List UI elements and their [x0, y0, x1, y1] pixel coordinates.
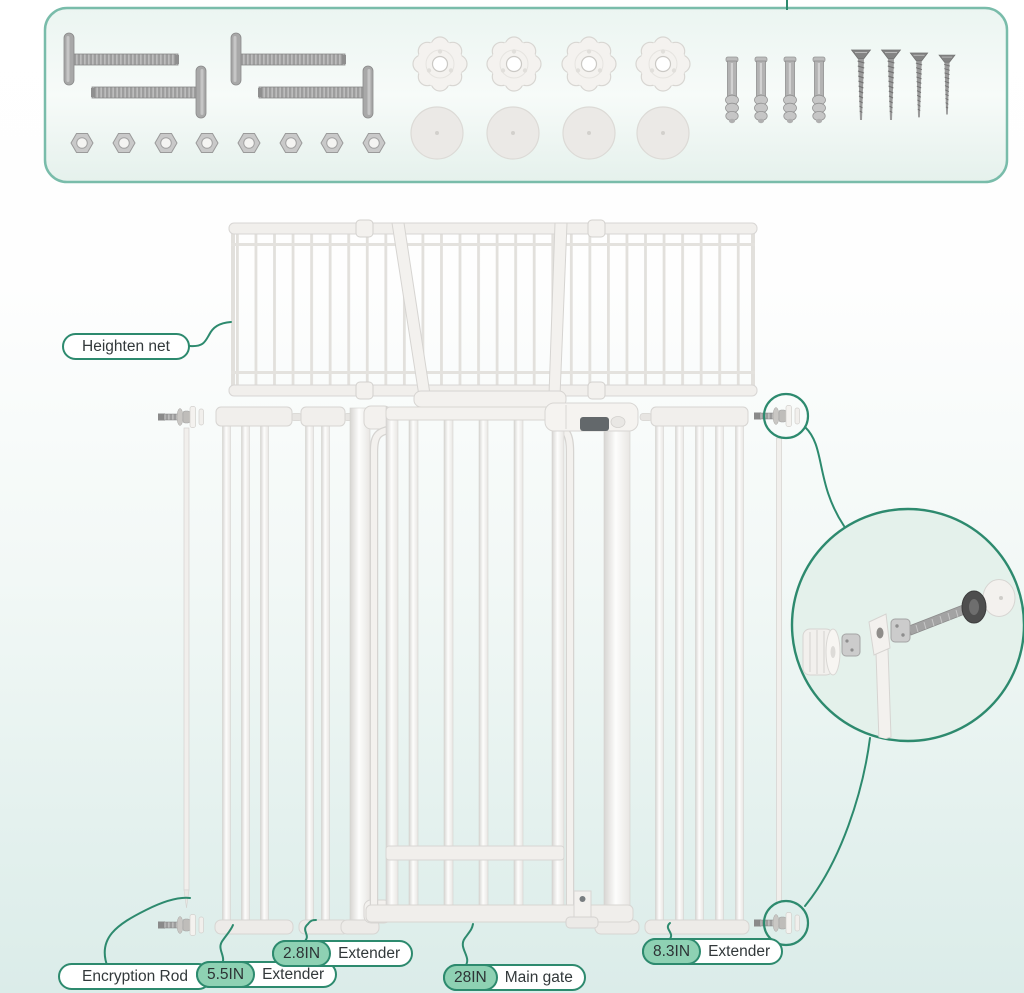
rod-mount-icon [753, 912, 800, 934]
rod-mount-bottom-detail [762, 899, 810, 947]
heighten-net-label-text: Heighten net [82, 337, 170, 355]
net-mount-bracket [391, 222, 568, 408]
extender-8-3in-label-text: Extender [708, 942, 771, 960]
extender-2-8in-label: 2.8IN Extender [272, 940, 414, 967]
hex-nut-icon [841, 633, 861, 657]
rod-mount-icon [157, 914, 204, 936]
heighten-net-label: Heighten net [62, 333, 190, 360]
gate-latch [544, 402, 639, 432]
latch-clip-icon [580, 417, 609, 431]
encryption-rod-right [753, 392, 810, 947]
gate-door [385, 406, 565, 923]
rod-bolt-exploded-detail [790, 507, 1024, 743]
heighten-net [228, 219, 758, 408]
extender-8-3in [639, 406, 750, 935]
extender-2-8in-size-badge: 2.8IN [272, 940, 332, 967]
rod-mount-icon [157, 406, 204, 428]
main-gate-label-text: Main gate [504, 968, 573, 986]
extender-2-8in-label-text: Extender [338, 944, 401, 962]
encryption-rod-label-text: Encryption Rod [82, 967, 188, 985]
gate-left-post [349, 407, 371, 923]
extender-5-5in-label-text: Extender [262, 965, 325, 983]
extender-5-5in-size-badge: 5.5IN [196, 961, 256, 988]
extender-5-5in [214, 406, 303, 935]
main-gate [340, 402, 640, 935]
net-clip-icon [355, 219, 606, 400]
main-gate-size-badge: 28IN [443, 964, 498, 991]
encryption-rod-left [157, 406, 204, 936]
gate-right-post [603, 407, 631, 923]
extender-2-8in [298, 406, 355, 935]
callout-lines [103, 321, 871, 969]
hardware-panel [43, 0, 1009, 184]
rod-mount-top-detail [762, 392, 810, 440]
extender-8-3in-size-badge: 8.3IN [642, 938, 702, 965]
rod-mount-icon [753, 405, 800, 427]
extender-5-5in-label: 5.5IN Extender [196, 961, 338, 988]
encryption-rod-label: Encryption Rod [58, 963, 212, 990]
main-gate-label: 28IN Main gate [443, 964, 586, 991]
rod-tube [875, 648, 892, 741]
extender-8-3in-label: 8.3IN Extender [642, 938, 784, 965]
gate-bottom-rail [365, 904, 634, 923]
hex-nut-icon [890, 618, 911, 643]
spinner-knob-icon [802, 628, 841, 676]
